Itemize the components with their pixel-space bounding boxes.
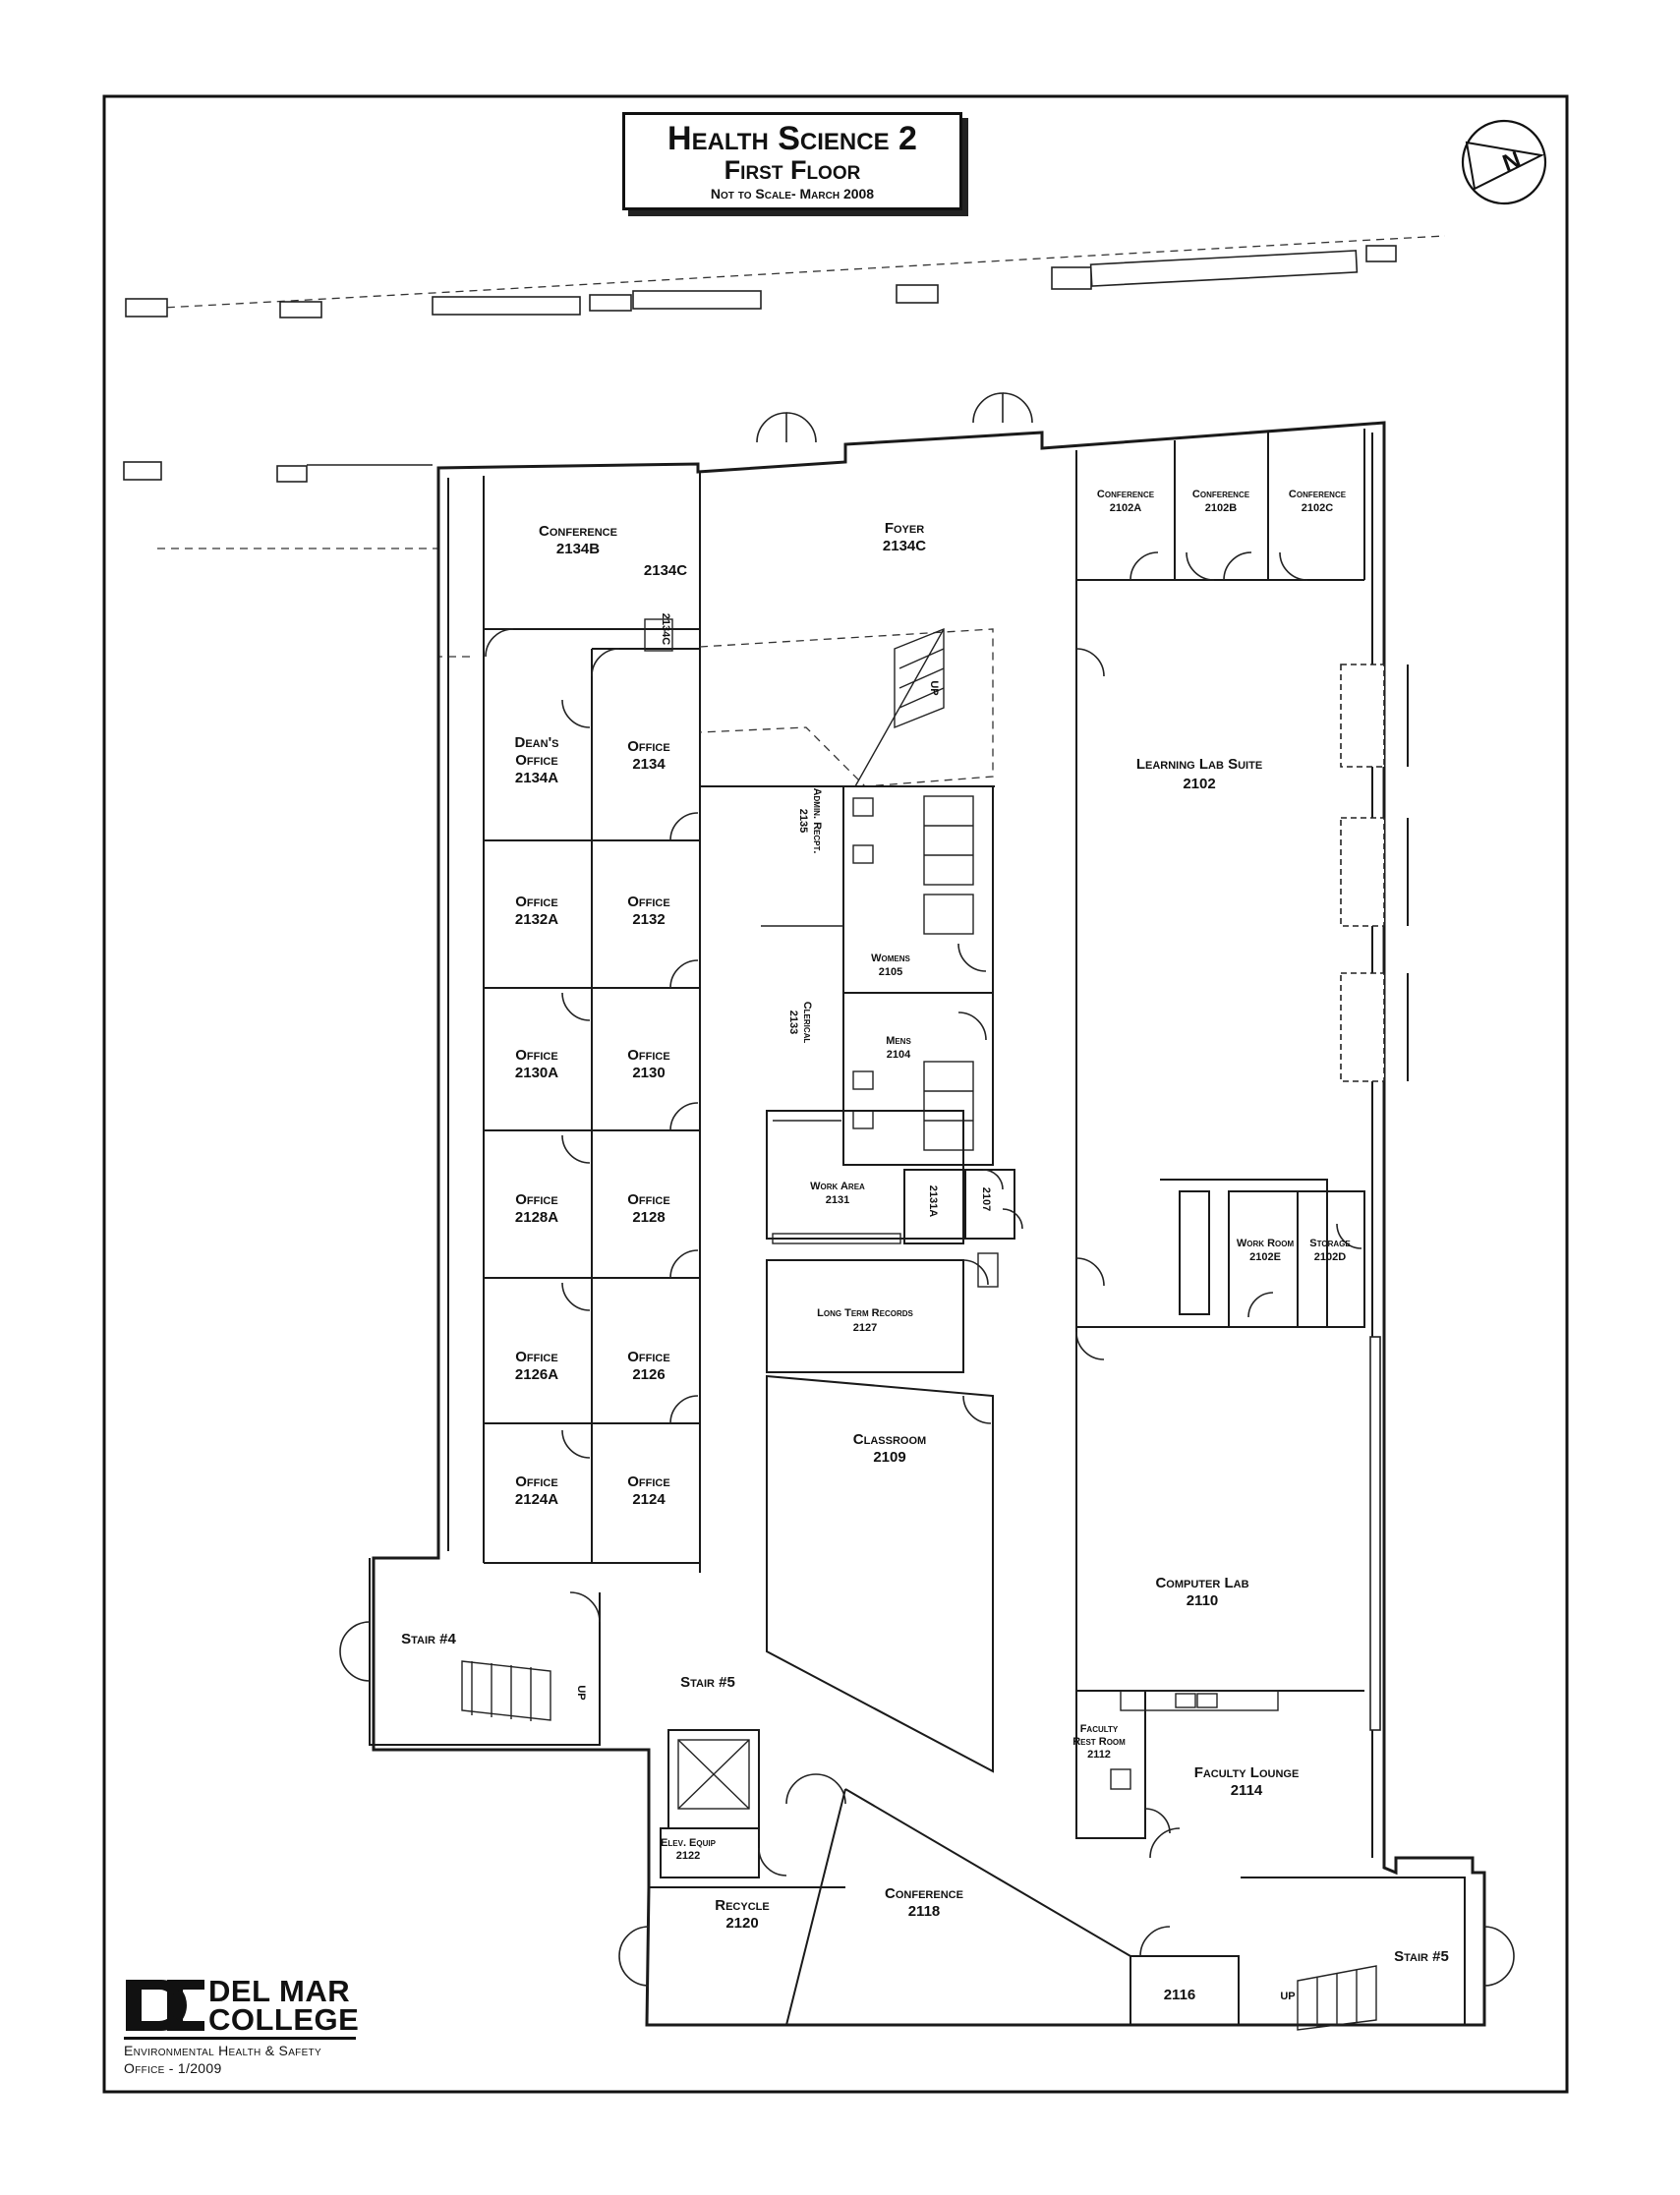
- north-arrow-icon: N: [1461, 119, 1547, 205]
- room-2135-label: Admin. Recpt.2135: [797, 788, 823, 854]
- page-border: [102, 94, 1569, 2094]
- logo-name-line-1: DEL MAR: [208, 1974, 351, 2008]
- stair-5-southeast-label: Stair #5: [1394, 1948, 1449, 1965]
- stair-4-label: Stair #4: [401, 1631, 456, 1647]
- title-block: Health Science 2 First Floor Not to Scal…: [622, 112, 962, 210]
- stair-up-mark-2: UP: [575, 1685, 587, 1700]
- center-block-walls: [700, 785, 1023, 1773]
- lower-rooms-walls: [618, 1729, 1240, 2026]
- room-2116-label: 2116: [1164, 1987, 1196, 2003]
- del-mar-college-logo-mark: [126, 1980, 204, 2031]
- entrance-doors: [756, 392, 1033, 443]
- east-suite-walls: [1075, 429, 1365, 1859]
- stair-4-walls: [339, 1558, 601, 1746]
- exterior-walls: [372, 421, 1486, 2027]
- del-mar-college-logo: DEL MAR COLLEGE: [124, 1976, 370, 2035]
- office-name: Environmental Health & Safety: [124, 2043, 321, 2058]
- floor-title: First Floor: [724, 155, 861, 185]
- stair-5-label: Stair #5: [680, 1674, 735, 1691]
- logo-name-line-2: COLLEGE: [208, 2002, 360, 2037]
- room-2107-label: 2107: [980, 1187, 992, 1211]
- site-context: [123, 235, 1446, 658]
- logo-divider: [124, 2037, 356, 2040]
- scale-note: Not to Scale- March 2008: [710, 186, 875, 202]
- room-2134c-label: 2134C: [644, 562, 687, 579]
- building-title: Health Science 2: [667, 120, 917, 157]
- room-2134c-closet-label: 2134C: [660, 613, 671, 645]
- room-2133-label: Clerical2133: [787, 1002, 813, 1044]
- stair-up-mark-1: UP: [928, 680, 940, 695]
- office-date: Office - 1/2009: [124, 2060, 222, 2076]
- room-2131a-label: 2131A: [927, 1185, 939, 1217]
- office-block-walls: [483, 472, 701, 1573]
- foyer-stair: [699, 627, 994, 787]
- stair-up-mark-3: UP: [1280, 1991, 1295, 2002]
- stair-5-southeast-walls: [1241, 1877, 1515, 2031]
